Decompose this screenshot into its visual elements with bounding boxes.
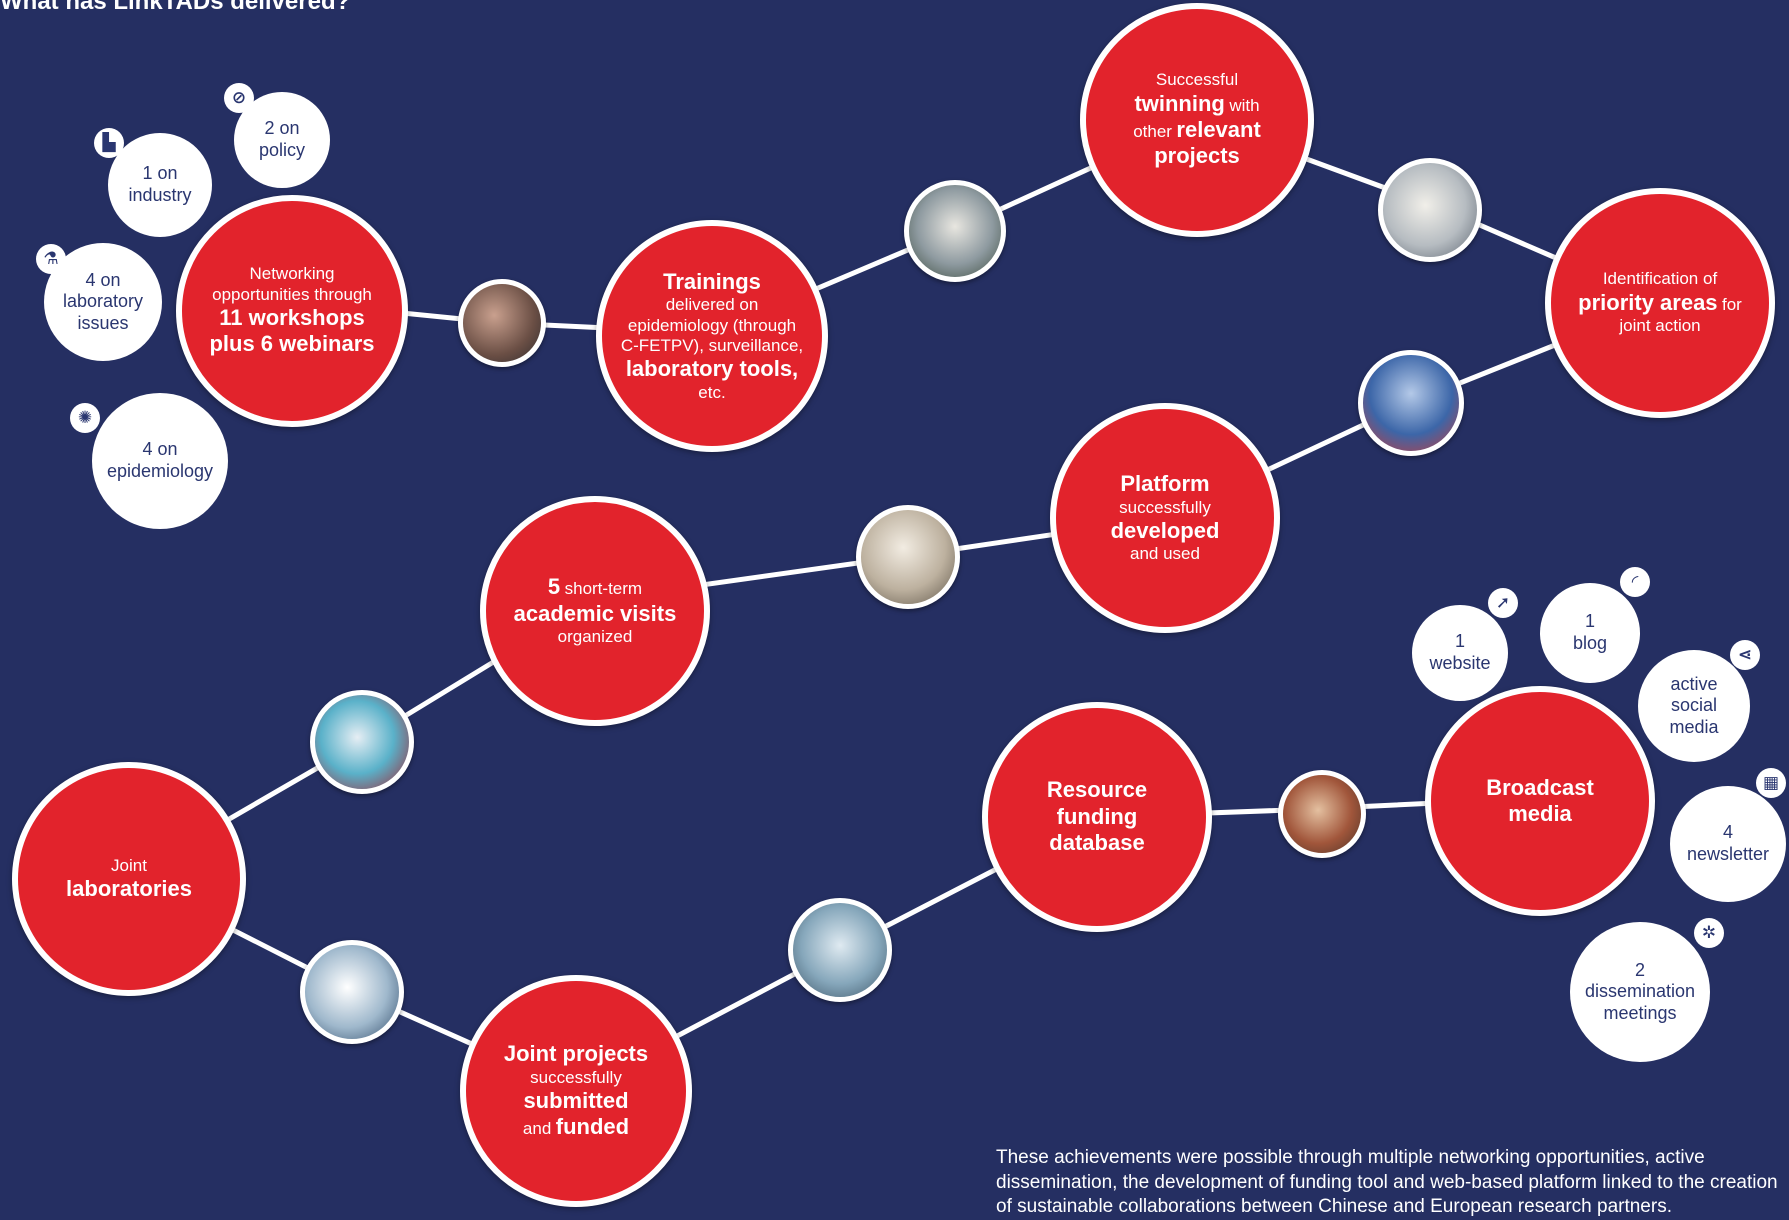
trainings-line-4: C-FETPV), surveillance, — [620, 336, 804, 355]
photo-lab-microscope — [1378, 158, 1482, 262]
bubble-industry: 1 on industry — [108, 133, 212, 237]
networking-line-3: 11 workshops — [219, 305, 365, 330]
twinning-line-3a: other — [1133, 122, 1172, 141]
rss-icon: ◜ — [1620, 567, 1650, 597]
joint-labs-line-1: Joint — [111, 855, 147, 875]
priority-line-3: joint action — [1619, 316, 1701, 336]
photo-pipette — [788, 898, 892, 1002]
photo-test-tubes — [1358, 350, 1464, 456]
social-line-1: active — [1670, 673, 1718, 694]
joint-projects-line-4a: and — [522, 1119, 552, 1139]
bubble-broadcast-media: Broadcast media — [1425, 686, 1655, 916]
joint-projects-line-4b: funded — [555, 1114, 630, 1140]
photo-team-field — [904, 180, 1006, 282]
footer-text: These achievements were possible through… — [996, 1147, 1778, 1218]
priority-line-2b: for — [1722, 294, 1742, 314]
factory-icon: ▙ — [94, 128, 124, 158]
cursor-icon: ➚ — [1488, 588, 1518, 618]
meetings-count: 2 — [1634, 959, 1645, 980]
joint-projects-line-2: successfully — [530, 1067, 622, 1087]
platform-line-4: and used — [1130, 544, 1200, 564]
photo-sheep — [856, 505, 960, 609]
joint-labs-line-2: laboratories — [66, 876, 192, 901]
photo-microscope — [300, 940, 404, 1044]
bubble-priority-areas: Identification of priority areas for joi… — [1545, 188, 1775, 418]
joint-projects-line-3: submitted — [523, 1088, 629, 1113]
policy-label: policy — [258, 140, 306, 160]
bubble-platform: Platform successfully developed and used — [1050, 403, 1280, 633]
networking-line-1: Networking — [249, 264, 335, 284]
platform-line-3: developed — [1110, 518, 1220, 543]
joint-projects-line-1: Joint projects — [503, 1041, 649, 1067]
networking-line-2: opportunities through — [212, 284, 372, 304]
academic-line-1b: short-term — [564, 579, 643, 599]
academic-line-1a: 5 — [547, 574, 561, 600]
website-count: 1 — [1454, 631, 1465, 652]
twinning-line-2b: with — [1229, 95, 1260, 115]
lab-count: 4 on — [85, 269, 121, 290]
academic-line-3: organized — [557, 627, 633, 647]
prohibited-icon: ⊘ — [224, 83, 254, 113]
photo-blood-sample — [310, 690, 414, 794]
priority-line-1: Identification of — [1602, 269, 1718, 289]
website-label: website — [1429, 653, 1491, 673]
newspaper-icon: ▦ — [1756, 768, 1786, 798]
newsletter-label: newsletter — [1686, 844, 1770, 864]
bubble-dissemination-meetings: 2 dissemination meetings — [1570, 922, 1710, 1062]
policy-count: 2 on — [264, 118, 300, 139]
epi-label: epidemiology — [106, 461, 214, 481]
bubble-website: 1 website — [1412, 605, 1508, 701]
priority-line-2a: priority areas — [1578, 289, 1718, 315]
lab-label-1: laboratory — [62, 291, 144, 312]
bubble-networking: Networking opportunities through 11 work… — [176, 195, 408, 427]
bubble-blog: 1 blog — [1540, 583, 1640, 683]
blog-label: blog — [1572, 633, 1608, 653]
twinning-line-1: Successful — [1155, 70, 1239, 90]
epi-count: 4 on — [142, 439, 178, 460]
newsletter-count: 4 — [1722, 822, 1733, 843]
network-icon: ✲ — [1694, 918, 1724, 948]
bubble-epidemiology: 4 on epidemiology — [92, 393, 228, 529]
social-line-3: media — [1669, 716, 1719, 737]
platform-line-2: successfully — [1119, 497, 1211, 517]
lab-label-2: issues — [77, 312, 129, 333]
industry-label: industry — [128, 185, 192, 205]
trainings-line-1: Trainings — [663, 268, 761, 294]
twinning-line-4: projects — [1154, 143, 1240, 169]
photo-pig-farm — [458, 279, 546, 367]
broadcast-line-1: Broadcast — [1486, 774, 1594, 800]
bubble-joint-laboratories: Joint laboratories — [12, 762, 246, 996]
bubble-joint-projects: Joint projects successfully submitted an… — [460, 975, 692, 1207]
flask-icon: ⚗ — [36, 244, 66, 274]
bubble-academic-visits: 5 short-term academic visits organized — [480, 496, 710, 726]
social-line-2: social — [1670, 695, 1718, 716]
resource-line-1: Resource — [1046, 777, 1148, 803]
networking-line-4: plus 6 webinars — [209, 331, 375, 357]
meetings-line-3: meetings — [1603, 1002, 1677, 1023]
bubble-newsletter: 4 newsletter — [1670, 786, 1786, 902]
trainings-line-3: epidemiology (through — [627, 315, 797, 335]
industry-count: 1 on — [142, 163, 178, 184]
meetings-line-2: dissemination — [1584, 981, 1696, 1002]
bubble-twinning: Successful twinning with other relevant … — [1080, 3, 1314, 237]
virus-icon: ✺ — [70, 403, 100, 433]
academic-line-2: academic visits — [513, 600, 677, 626]
broadcast-line-2: media — [1508, 801, 1572, 826]
resource-line-2: funding — [1056, 803, 1138, 829]
twinning-line-2a: twinning — [1134, 90, 1225, 116]
photo-poultry — [1278, 770, 1366, 858]
bubble-resource-database: Resource funding database — [982, 702, 1212, 932]
trainings-line-2: delivered on — [665, 295, 759, 315]
trainings-line-5: laboratory tools, — [625, 356, 799, 382]
page-title: What has LinkTADs delivered? — [0, 0, 351, 15]
share-icon: ⋖ — [1730, 640, 1760, 670]
resource-line-3: database — [1049, 830, 1145, 856]
bubble-trainings: Trainings delivered on epidemiology (thr… — [596, 220, 828, 452]
bubble-social-media: active social media — [1638, 650, 1750, 762]
blog-count: 1 — [1584, 611, 1595, 632]
platform-line-1: Platform — [1120, 471, 1210, 497]
trainings-line-6: etc. — [698, 382, 726, 402]
twinning-line-3b: relevant — [1176, 117, 1261, 142]
